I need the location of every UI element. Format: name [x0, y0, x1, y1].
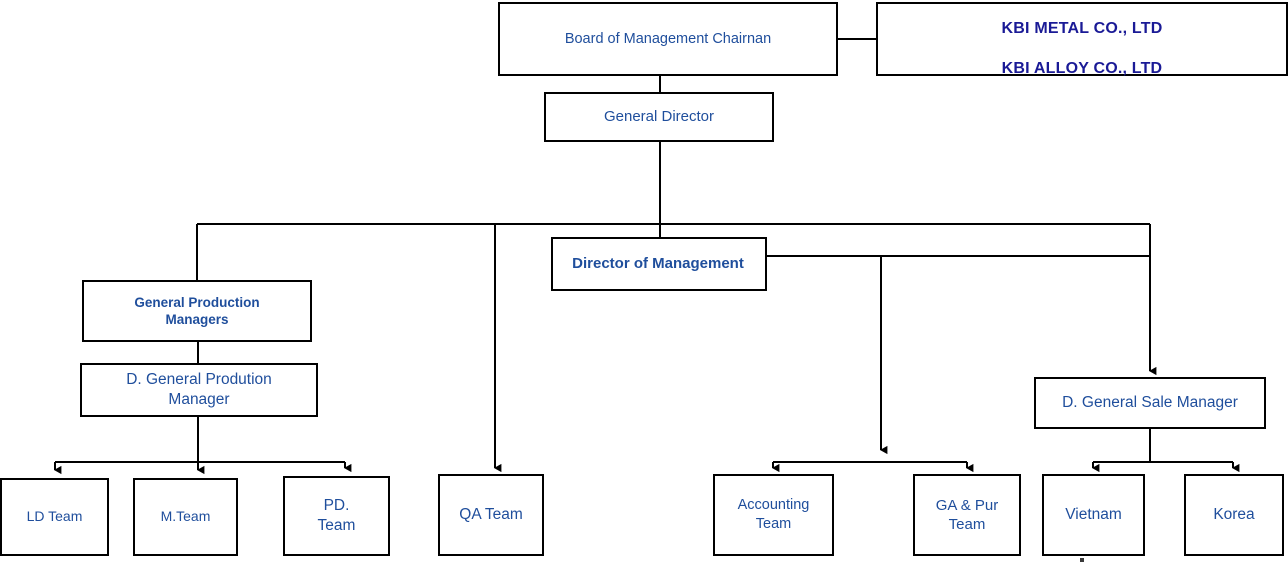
node-board-of-management-chairman[interactable]: Board of Management Chairnan [498, 2, 838, 76]
node-ga-pur-team[interactable]: GA & Pur Team [913, 474, 1021, 556]
node-accounting-team[interactable]: Accounting Team [713, 474, 834, 556]
node-label: General Director [603, 108, 715, 126]
node-label: Accounting Team [737, 497, 810, 532]
node-label: LD Team [26, 508, 83, 525]
kbi-metal-label: KBI METAL CO., LTD [1001, 19, 1163, 37]
node-general-production-managers[interactable]: General Production Managers [82, 280, 312, 342]
node-label: Board of Management Chairnan [564, 30, 772, 47]
node-label: M.Team [160, 508, 211, 525]
node-d-general-sale-manager[interactable]: D. General Sale Manager [1034, 377, 1266, 429]
node-korea[interactable]: Korea [1184, 474, 1284, 556]
node-label: Vietnam [1065, 506, 1122, 524]
node-label: D. General Sale Manager [1062, 394, 1238, 412]
node-label: GA & Pur Team [935, 496, 999, 533]
node-general-director[interactable]: General Director [544, 92, 774, 142]
node-d-general-production-manager[interactable]: D. General Prodution Manager [80, 363, 318, 417]
scan-artifact-mark [1080, 558, 1084, 562]
node-label: KBI METAL CO., LTD KBI ALLOY CO., LTD [878, 0, 1286, 80]
node-label: QA Team [459, 506, 523, 524]
node-vietnam[interactable]: Vietnam [1042, 474, 1145, 556]
node-label: Korea [1213, 506, 1255, 524]
node-pd-team[interactable]: PD. Team [283, 476, 390, 556]
node-kbi-companies[interactable]: KBI METAL CO., LTD KBI ALLOY CO., LTD [876, 2, 1288, 77]
node-m-team[interactable]: M.Team [133, 478, 238, 556]
kbi-alloy-label: KBI ALLOY CO., LTD [1001, 60, 1163, 78]
node-director-of-management[interactable]: Director of Management [551, 237, 767, 291]
node-label: Director of Management [572, 255, 744, 273]
node-label: D. General Prodution Manager [126, 371, 272, 408]
node-label: PD. Team [317, 497, 356, 534]
node-ld-team[interactable]: LD Team [0, 478, 109, 556]
node-label: General Production Managers [134, 294, 260, 327]
node-qa-team[interactable]: QA Team [438, 474, 544, 556]
